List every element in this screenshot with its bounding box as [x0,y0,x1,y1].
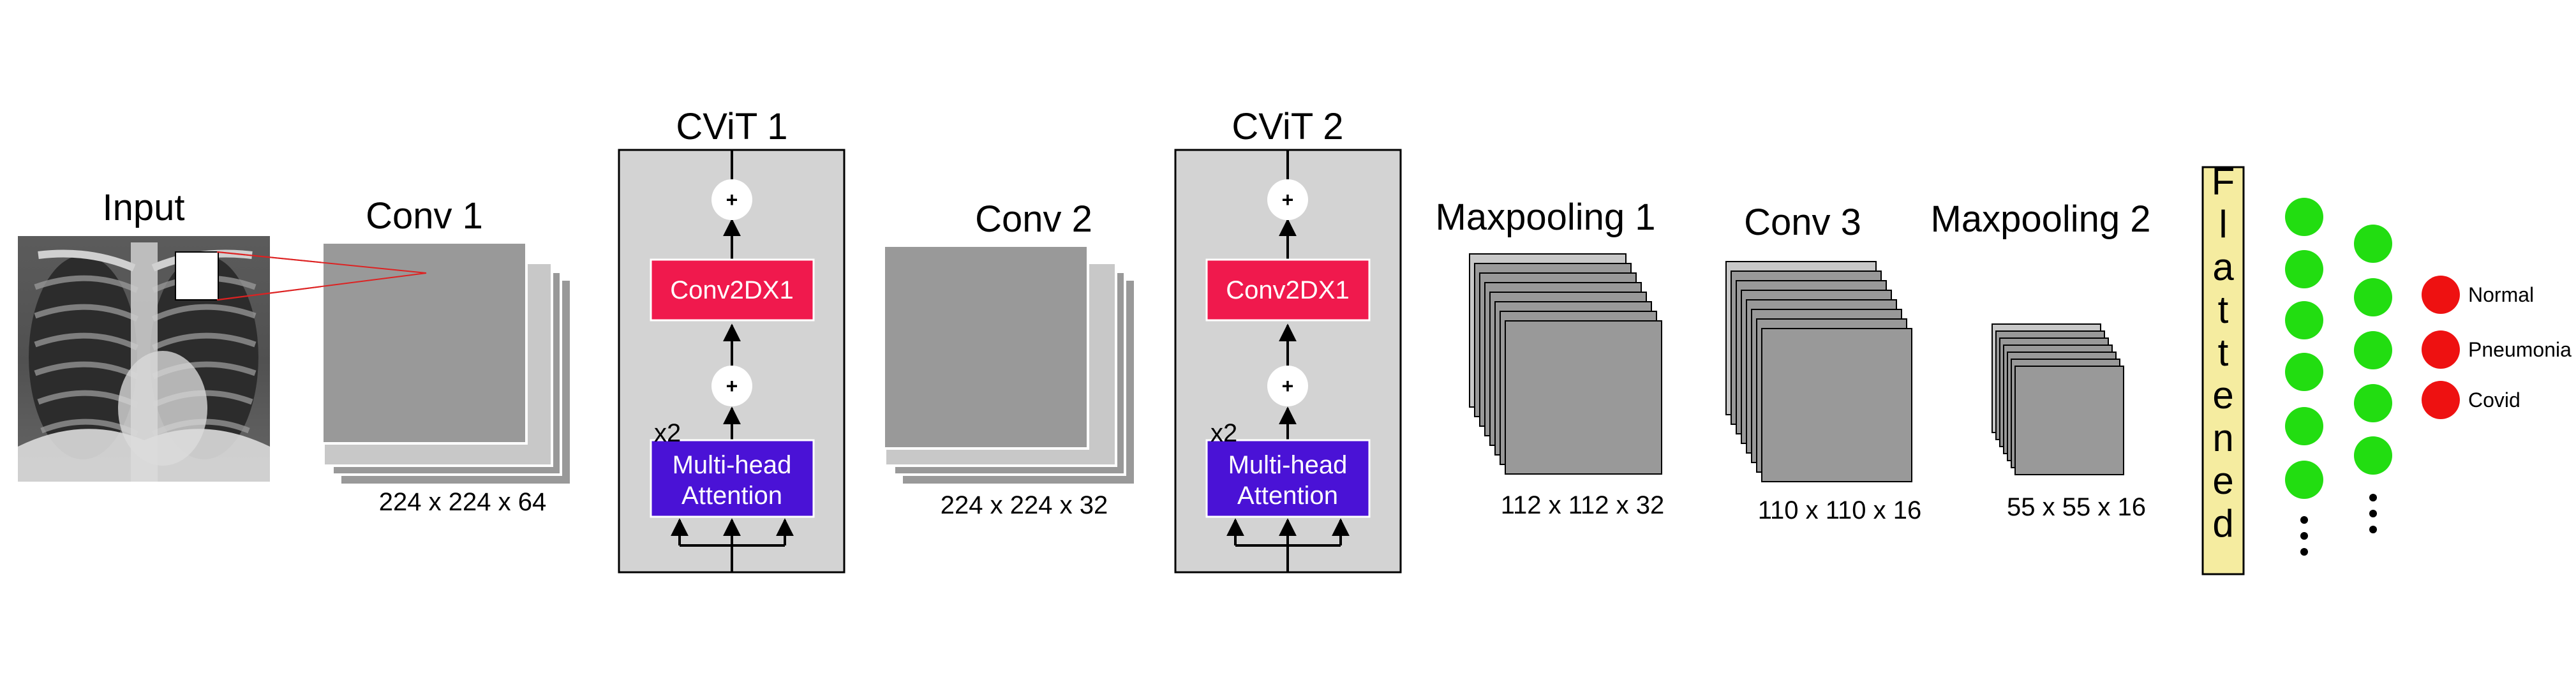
dense-layer-2 [2354,225,2392,533]
output-label-pneumonia: Pneumonia [2468,338,2572,361]
conv1-dims: 224 x 224 x 64 [379,488,546,516]
conv3-title: Conv 3 [1744,202,1861,243]
flattened-letter: t [2218,331,2229,374]
dense2-ellipsis-dot [2369,510,2377,517]
dense1-neuron [2285,407,2323,445]
cvit2-conv-label: Conv2DX1 [1226,276,1349,304]
dense1-ellipsis-dot [2300,548,2308,556]
conv3-feature-maps [1725,261,1912,482]
dense1-neuron [2285,250,2323,288]
output-neuron-covid [2422,381,2460,419]
cvit2-repeat: x2 [1210,419,1237,447]
cvit1-repeat: x2 [654,419,681,447]
maxpool1-title: Maxpooling 1 [1436,196,1656,238]
cvit2-add-node-top [1267,179,1308,220]
maxpool2-dims: 55 x 55 x 16 [2007,493,2146,521]
dense2-ellipsis-dot [2369,494,2377,501]
dense2-ellipsis-dot [2369,526,2377,533]
dense1-neuron [2285,461,2323,499]
cvit1-attention-line1: Multi-head [673,451,792,479]
output-neuron-pneumonia [2422,330,2460,369]
conv2-feature-maps [882,244,1134,484]
conv3-dims: 110 x 110 x 16 [1758,496,1921,524]
flattened-letter: e [2212,459,2233,502]
flattened-layer [2201,166,2245,575]
conv2-dims: 224 x 224 x 32 [941,491,1108,519]
dense1-ellipsis-dot [2300,532,2308,540]
flattened-letter: a [2212,246,2234,288]
cvit1-conv-label: Conv2DX1 [670,276,793,304]
output-label-covid: Covid [2468,389,2520,411]
maxpool1-dims: 112 x 112 x 32 [1501,491,1664,519]
cvit2-block: CViT 2 + + Conv2DX1 Multi-head Attention… [1174,106,1402,574]
dense1-neuron [2285,301,2323,339]
conv1-title: Conv 1 [366,195,483,237]
dense2-neuron [2354,278,2392,316]
maxpool1-feature-maps [1469,253,1662,475]
maxpool2-title: Maxpooling 2 [1931,198,2151,240]
dense-layer-1 [2285,198,2323,556]
dense1-neuron [2285,353,2323,391]
cvit1-title: CViT 1 [676,106,787,147]
cvit1-block: CViT 1 + + Conv2DX1 Multi-head Attention… [618,106,845,574]
cvit2-attention-line2: Attention [1237,482,1338,510]
dense2-neuron [2354,331,2392,369]
flattened-letter: d [2212,502,2233,545]
dense1-ellipsis-dot [2300,516,2308,524]
cvit2-attention-box [1205,439,1371,518]
output-neuron-normal [2422,276,2460,314]
conv3-map [1761,328,1912,482]
maxpool2-feature-maps [1992,323,2124,475]
flattened-letter: t [2218,288,2229,331]
input-title: Input [103,187,185,228]
output-label-normal: Normal [2468,283,2534,306]
chest-xray-image [18,236,270,482]
cvit2-attention-line1: Multi-head [1228,451,1348,479]
dense2-neuron [2354,436,2392,475]
cvit2-add-node-bottom [1267,366,1308,406]
flattened-letter: e [2212,374,2233,417]
flattened-letter: l [2219,203,2227,246]
dense2-neuron [2354,384,2392,422]
cvit1-add-node-bottom [711,366,752,406]
cvit2-title: CViT 2 [1232,106,1343,147]
cvit1-add-node-top [711,179,752,220]
conv2-title: Conv 2 [975,198,1092,240]
cvit1-attention-box [650,439,815,518]
cvit2-plus-top: + [1282,188,1294,211]
cvit2-plus-bottom: + [1282,374,1294,397]
dense1-neuron [2285,198,2323,236]
cvit1-attention-line2: Attention [681,482,782,510]
cvit1-plus-top: + [726,188,738,211]
maxpool2-map [2014,366,2124,475]
flattened-letter: F [2212,160,2235,203]
conv1-feature-maps [321,241,570,484]
maxpool1-map [1505,320,1662,475]
cvit1-conv-box [650,258,815,322]
receptive-field-patch [175,251,219,300]
flattened-letter: n [2212,417,2233,459]
cvit1-plus-bottom: + [726,374,738,397]
cvit2-conv-box [1205,258,1371,322]
dense2-neuron [2354,225,2392,263]
